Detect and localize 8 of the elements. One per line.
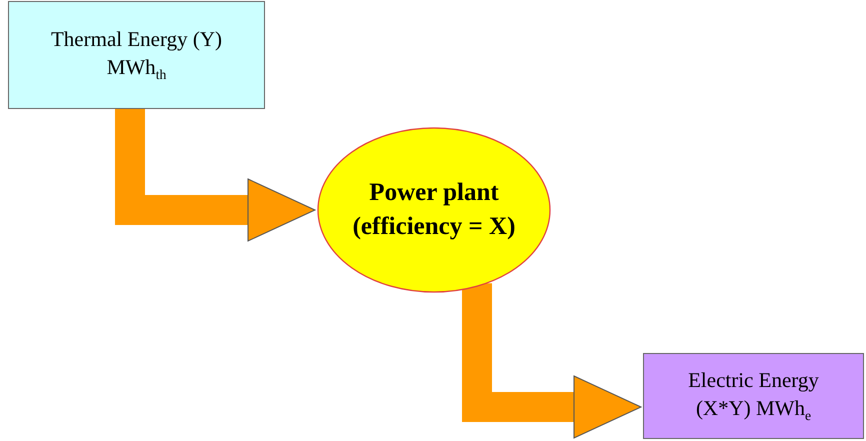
energy-box [8, 1, 265, 109]
process-ellipse [317, 127, 551, 293]
energy-box [643, 353, 864, 439]
node-label: Electric Energy (X*Y) MWh$_{e}$ [687, 367, 820, 426]
block-arrow [115, 109, 316, 242]
node-label: Power plant (efficiency = X) [352, 178, 516, 242]
block-arrow [462, 283, 642, 438]
node-label: Thermal Energy (Y) MWh$_{th}$ [50, 26, 224, 85]
